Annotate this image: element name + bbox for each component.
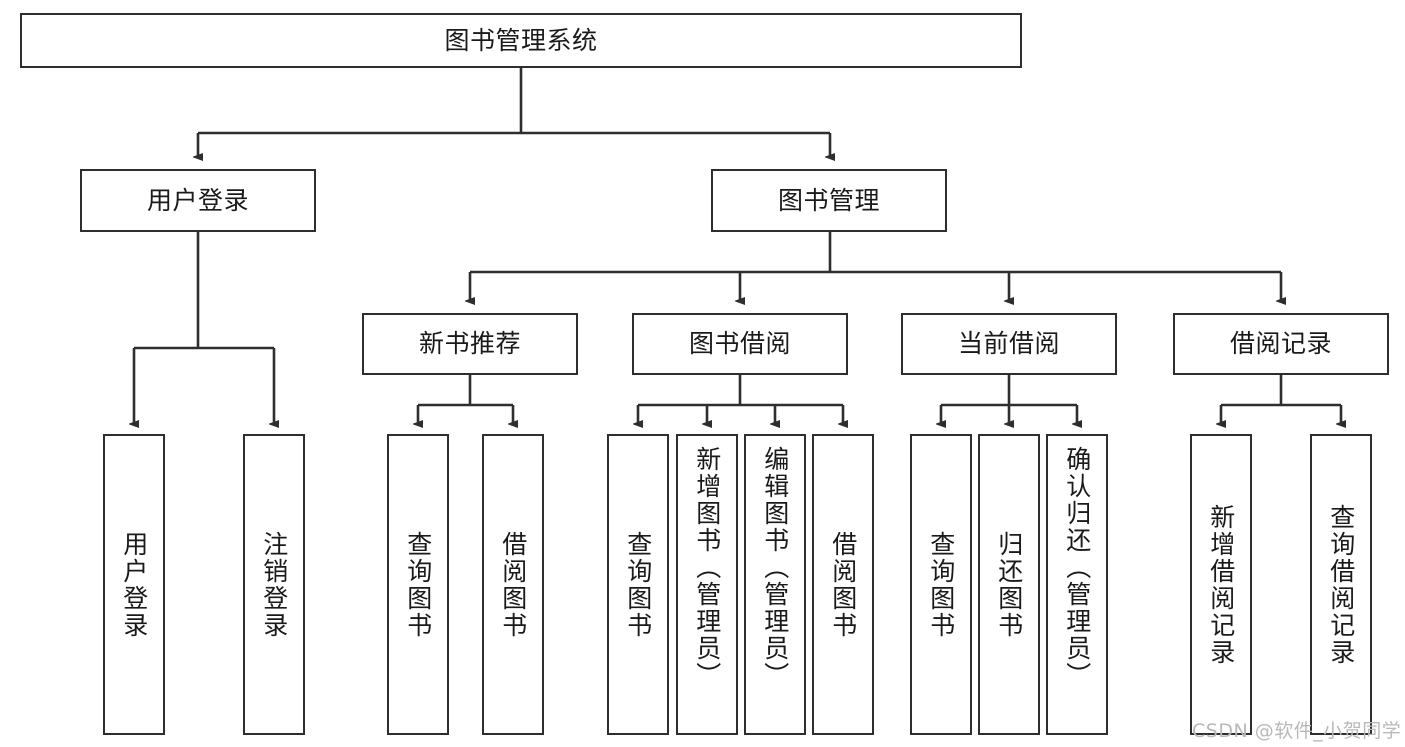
node-label: 图书管理系统 xyxy=(444,25,598,55)
node-new-book-recommend[interactable]: 新书推荐 xyxy=(362,313,578,375)
node-label: 查询图书 xyxy=(403,530,433,639)
node-label: 查询图书 xyxy=(926,530,956,639)
node-label: 借阅图书 xyxy=(828,530,858,639)
node-label: 图书借阅 xyxy=(688,329,791,359)
node-label: 借阅记录 xyxy=(1229,329,1332,359)
node-label: 图书管理 xyxy=(777,185,880,215)
node-leaf-query-record[interactable]: 查询借阅记录 xyxy=(1310,434,1372,735)
node-leaf-user-login[interactable]: 用户登录 xyxy=(103,434,165,735)
node-leaf-confirm-return[interactable]: 确认归还（管理员） xyxy=(1046,434,1108,735)
node-label: 新增借阅记录 xyxy=(1206,503,1236,666)
node-label: 查询图书 xyxy=(623,530,653,639)
node-leaf-query-book-1[interactable]: 查询图书 xyxy=(387,434,449,735)
node-leaf-query-book-3[interactable]: 查询图书 xyxy=(910,434,972,735)
node-borrow-record[interactable]: 借阅记录 xyxy=(1173,313,1389,375)
node-leaf-borrow-book-1[interactable]: 借阅图书 xyxy=(482,434,544,735)
node-label: 新书推荐 xyxy=(418,329,521,359)
node-leaf-logout-login[interactable]: 注销登录 xyxy=(243,434,305,735)
node-leaf-borrow-book-2[interactable]: 借阅图书 xyxy=(812,434,874,735)
node-label: 归还图书 xyxy=(994,530,1024,639)
node-book-borrow[interactable]: 图书借阅 xyxy=(632,313,848,375)
node-book-management-system[interactable]: 图书管理系统 xyxy=(20,13,1022,68)
node-leaf-add-record[interactable]: 新增借阅记录 xyxy=(1190,434,1252,735)
node-label: 注销登录 xyxy=(259,530,289,639)
node-label: 借阅图书 xyxy=(498,530,528,639)
node-current-borrow[interactable]: 当前借阅 xyxy=(901,313,1117,375)
watermark-text: CSDN @软件_小贺同学 xyxy=(1192,720,1402,742)
node-leaf-return-book[interactable]: 归还图书 xyxy=(978,434,1040,735)
node-user-login[interactable]: 用户登录 xyxy=(80,169,316,232)
node-label: 当前借阅 xyxy=(957,329,1060,359)
node-leaf-edit-book[interactable]: 编辑图书（管理员） xyxy=(744,434,806,735)
node-leaf-add-book[interactable]: 新增图书（管理员） xyxy=(676,434,738,735)
node-label: 用户登录 xyxy=(146,185,249,215)
node-label: 编辑图书（管理员） xyxy=(760,446,790,689)
node-book-management[interactable]: 图书管理 xyxy=(711,169,947,232)
node-label: 新增图书（管理员） xyxy=(692,446,722,689)
node-leaf-query-book-2[interactable]: 查询图书 xyxy=(607,434,669,735)
node-label: 确认归还（管理员） xyxy=(1062,446,1092,689)
node-label: 查询借阅记录 xyxy=(1326,503,1356,666)
node-label: 用户登录 xyxy=(119,530,149,639)
